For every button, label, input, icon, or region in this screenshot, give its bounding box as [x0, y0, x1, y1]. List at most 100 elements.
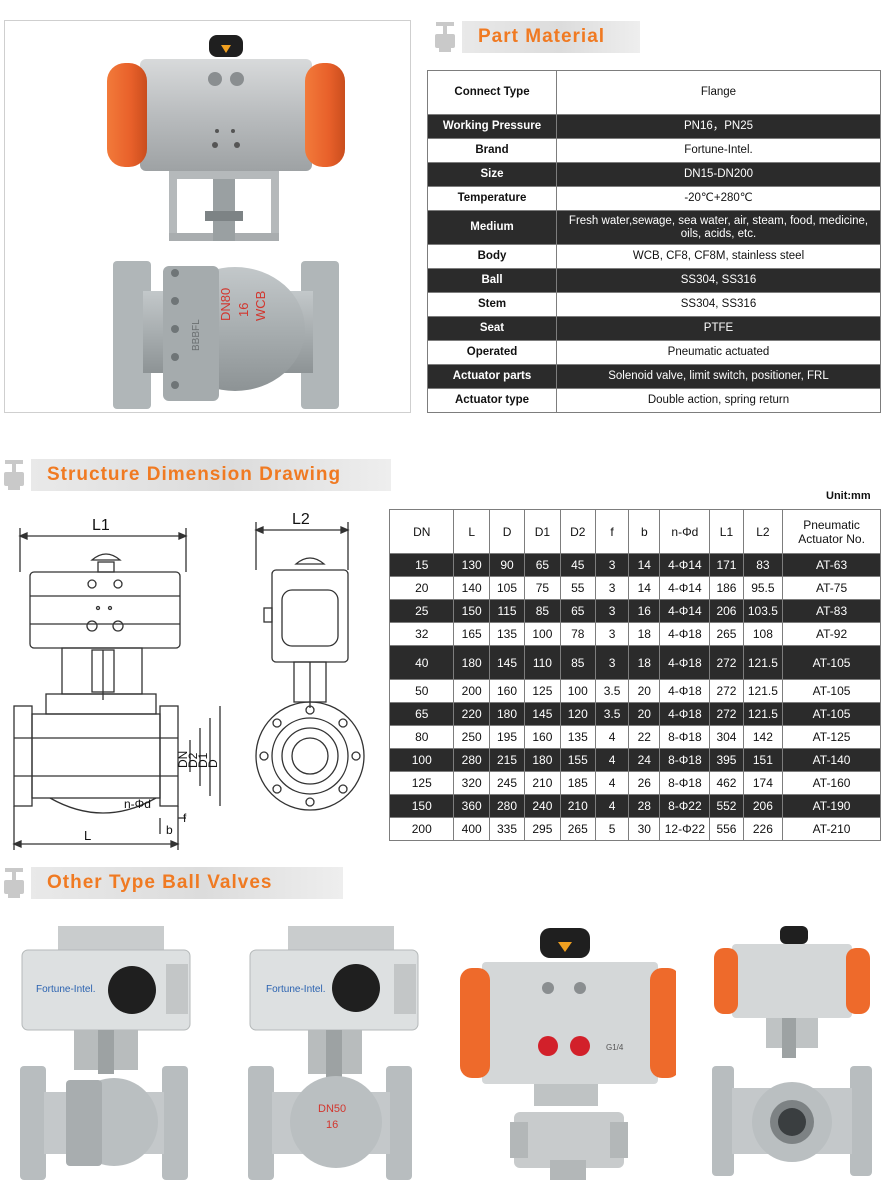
drawing-label-l1: L1: [92, 517, 110, 534]
material-value: -20℃+280℃: [556, 186, 881, 211]
dimension-cell: 320: [453, 771, 490, 795]
hero-mark-dn: DN80: [218, 288, 233, 321]
dimension-cell: 180: [524, 748, 561, 772]
drawing-label-b: b: [166, 823, 173, 837]
dimension-cell: 280: [488, 794, 526, 818]
dimension-cell: AT-83: [782, 599, 881, 623]
dimension-cell: 30: [628, 817, 661, 841]
dimension-cell: 100: [388, 748, 455, 772]
dimension-cell: 3.5: [594, 679, 630, 703]
material-value: Pneumatic actuated: [556, 340, 881, 365]
electric-ball-valve-photo-1: Fortune-Intel.: [14, 916, 194, 1196]
dimension-cell: 210: [524, 771, 561, 795]
dimension-cell: 115: [488, 599, 526, 623]
material-label: Actuator parts: [427, 364, 557, 389]
dimension-cell: 25: [388, 599, 455, 623]
dimension-cell: 95.5: [742, 576, 784, 600]
material-value: WCB, CF8, CF8M, stainless steel: [556, 244, 881, 269]
dimension-cell: 3: [594, 553, 630, 577]
dimension-cell: 3: [594, 622, 630, 646]
dimension-cell: 14: [628, 553, 661, 577]
pneumatic-3way-flanged-valve-photo: [710, 916, 874, 1196]
dimension-cell: 100: [559, 679, 596, 703]
dimension-cell: 4-Φ14: [659, 576, 711, 600]
drawing-label-d: D: [206, 759, 220, 768]
dimension-cell: AT-105: [782, 679, 881, 703]
dimension-cell: 335: [488, 817, 526, 841]
dimension-cell: 8-Φ22: [659, 794, 711, 818]
material-row: Temperature-20℃+280℃: [427, 186, 881, 211]
dimension-cell: 8-Φ18: [659, 771, 711, 795]
dimension-cell: AT-63: [782, 553, 881, 577]
drawing-label-f: f: [183, 811, 187, 825]
dimension-cell: 272: [709, 679, 744, 703]
dimension-cell: 18: [628, 622, 661, 646]
mark-pn: 16: [326, 1119, 338, 1131]
dimension-cell: 226: [742, 817, 784, 841]
dimension-cell: 5: [594, 817, 630, 841]
dimension-cell: 150: [388, 794, 455, 818]
dimension-cell: 240: [524, 794, 561, 818]
dimension-header-cell: f: [594, 509, 630, 554]
dimension-cell: 245: [488, 771, 526, 795]
dimension-cell: 4-Φ14: [659, 599, 711, 623]
material-label: Operated: [427, 340, 557, 365]
material-value: SS304, SS316: [556, 268, 881, 293]
dimension-cell: 24: [628, 748, 661, 772]
dimension-header-cell: D1: [524, 509, 561, 554]
dimension-cell: 135: [488, 622, 526, 646]
dimension-cell: 140: [453, 576, 490, 600]
dimension-cell: AT-105: [782, 702, 881, 726]
dimension-cell: AT-125: [782, 725, 881, 749]
dimension-cell: 85: [559, 645, 596, 680]
dimension-cell: 3: [594, 645, 630, 680]
dimension-cell: 200: [388, 817, 455, 841]
dimension-cell: 83: [742, 553, 784, 577]
dimension-cell: 55: [559, 576, 596, 600]
dimension-cell: 90: [488, 553, 526, 577]
dimension-cell: 250: [453, 725, 490, 749]
structure-title: Structure Dimension Drawing: [31, 459, 391, 491]
dimension-cell: 12-Φ22: [659, 817, 711, 841]
dimension-cell: 103.5: [742, 599, 784, 623]
dimension-cell: 121.5: [742, 702, 784, 726]
dimension-cell: AT-160: [782, 771, 881, 795]
valve-icon: [435, 22, 455, 52]
dimension-cell: 552: [709, 794, 744, 818]
valve-icon: [4, 868, 24, 898]
dimension-cell: 215: [488, 748, 526, 772]
dimension-cell: 15: [388, 553, 455, 577]
dimension-cell: 265: [559, 817, 596, 841]
dimension-cell: 186: [709, 576, 744, 600]
dimension-drawing: L1 L2 L DN D2 D1 D n-Φd b f: [12, 511, 365, 850]
dimension-cell: 171: [709, 553, 744, 577]
brand-label: Fortune-Intel.: [36, 984, 95, 995]
dimension-cell: 105: [488, 576, 526, 600]
dimension-cell: 304: [709, 725, 744, 749]
material-value: PN16，PN25: [556, 114, 881, 139]
dimension-cell: 150: [453, 599, 490, 623]
dimension-cell: 121.5: [742, 645, 784, 680]
drawing-label-d1: D1: [196, 752, 210, 768]
dimension-cell: 28: [628, 794, 661, 818]
dimension-cell: 18: [628, 645, 661, 680]
other-types-header: Other Type Ball Valves: [3, 867, 343, 899]
dimension-cell: 14: [628, 576, 661, 600]
drawing-label-l: L: [84, 828, 91, 843]
hero-mark-material: WCB: [253, 291, 268, 321]
dimension-cell: 130: [453, 553, 490, 577]
structure-header: Structure Dimension Drawing: [3, 459, 391, 491]
dimension-cell: 45: [559, 553, 596, 577]
dimension-header-cell: L2: [742, 509, 784, 554]
dimension-cell: 180: [488, 702, 526, 726]
unit-label: Unit:mm: [826, 490, 871, 502]
dimension-cell: 145: [488, 645, 526, 680]
